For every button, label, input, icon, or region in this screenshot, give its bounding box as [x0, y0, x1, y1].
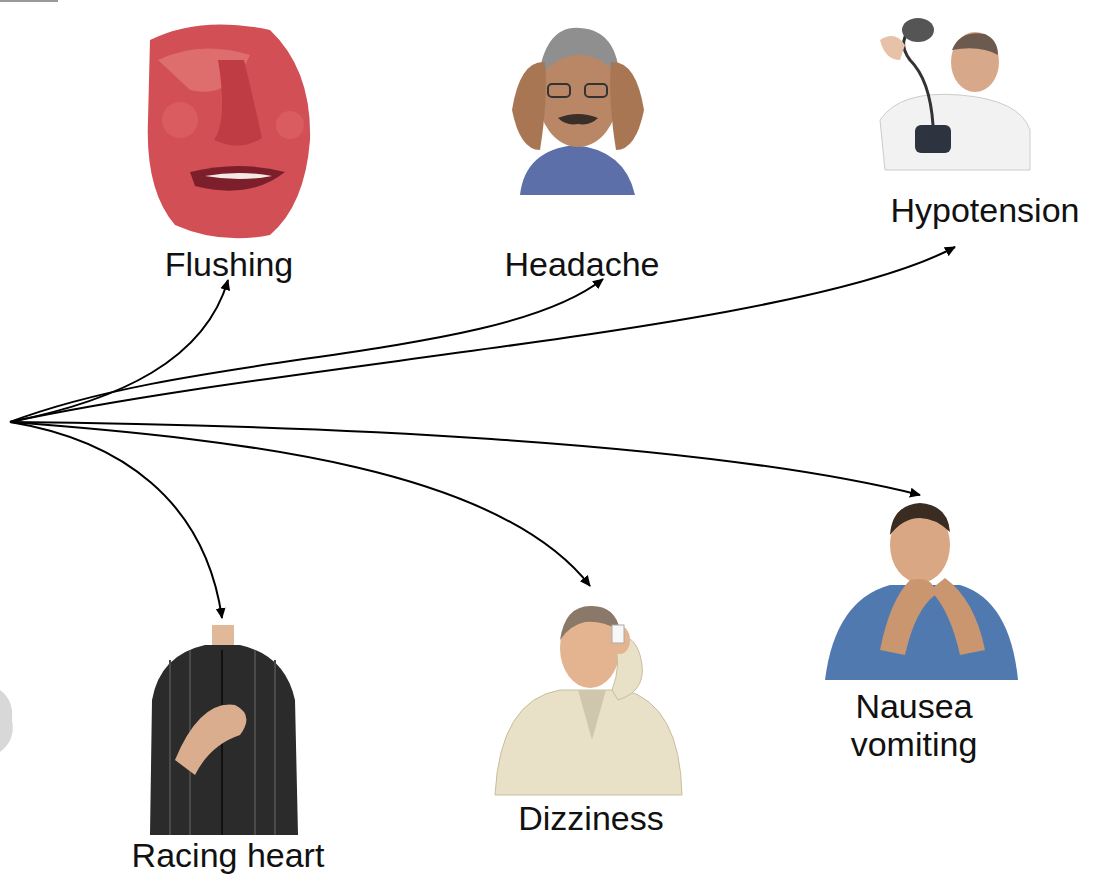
symptom-label: Nausea vomiting: [824, 687, 1004, 763]
cropped-figure: [0, 690, 13, 752]
symptom-node: Headache: [500, 245, 664, 283]
symptom-label: Flushing: [161, 245, 298, 283]
symptom-node: Hypotension: [886, 191, 1084, 229]
dizziness-man: [495, 606, 682, 795]
racing-heart-man: [150, 625, 298, 835]
symptom-label: Dizziness: [514, 799, 668, 837]
arrow: [10, 422, 920, 495]
arrow: [10, 247, 955, 422]
symptom-node: Flushing: [161, 245, 298, 283]
nausea-man: [825, 503, 1018, 680]
corner-rule: [0, 0, 58, 2]
arrow: [10, 422, 222, 618]
arrow: [10, 422, 590, 586]
symptom-node: Nausea vomiting: [824, 687, 1004, 763]
flushing-face: [148, 24, 310, 238]
symptom-label: Headache: [500, 245, 664, 283]
symptom-node: Dizziness: [514, 799, 668, 837]
headache-man: [512, 28, 644, 195]
arrow: [10, 279, 603, 422]
symptom-label: Hypotension: [886, 191, 1084, 229]
symptom-node: Racing heart: [128, 836, 329, 874]
hypotension-man: [880, 18, 1030, 170]
arrow: [10, 247, 955, 618]
symptom-label: Racing heart: [128, 836, 329, 874]
